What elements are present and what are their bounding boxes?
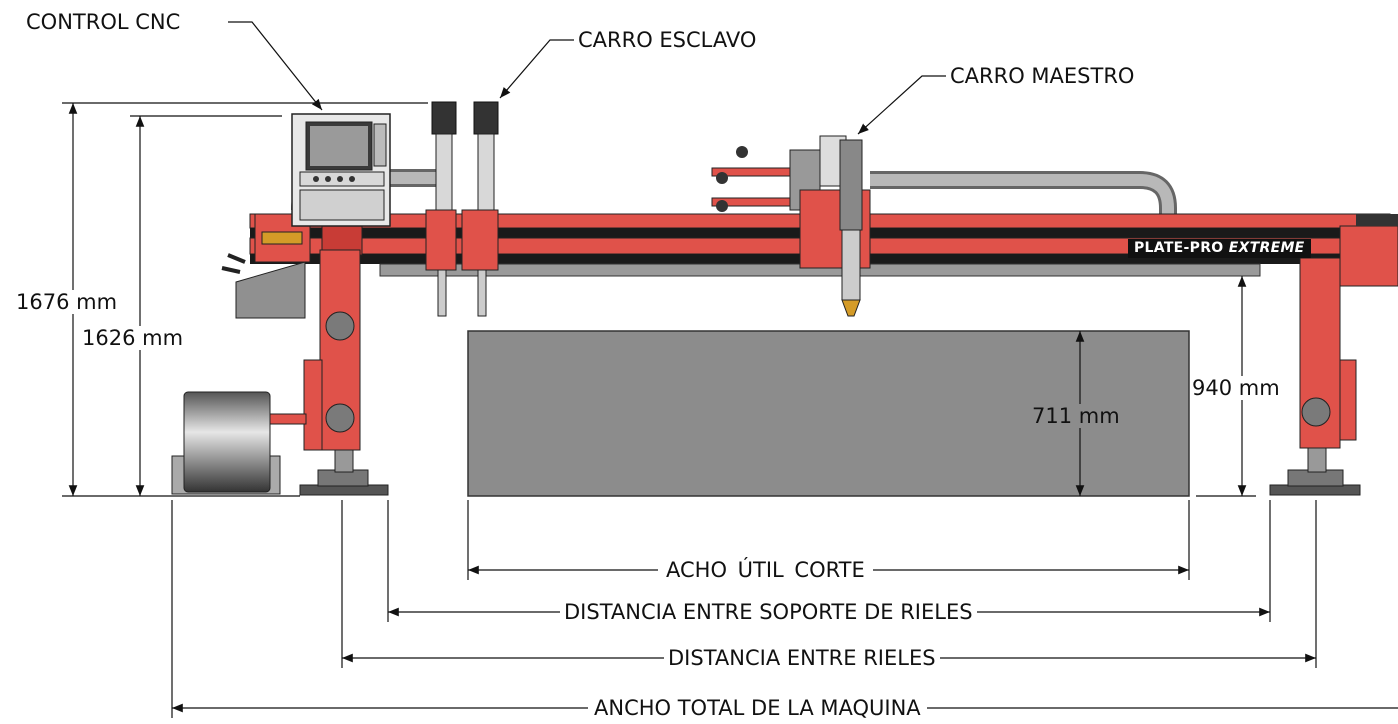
callout-control-cnc: CONTROL CNC [26,10,181,34]
label-cut-width: ACHO ÚTIL CORTE [658,558,873,582]
callout-carro-maestro: CARRO MAESTRO [950,64,1135,88]
label-rail-width: DISTANCIA ENTRE RIELES [664,646,940,670]
label-gantry-height: 1626 mm [82,326,184,350]
cnc-control-unit [291,113,391,227]
label-table-height: 711 mm [1032,404,1120,428]
label-total-width: ANCHO TOTAL DE LA MAQUINA [588,696,927,720]
right-end-truck [1269,214,1398,496]
brand-plate: PLATE-PRO EXTREME [1128,239,1311,258]
brand-name: PLATE-PRO [1134,240,1224,256]
leader-master [857,75,946,135]
slave-torch-2 [461,101,499,317]
master-carriage [711,135,871,317]
brand-model: EXTREME [1228,240,1305,256]
slave-torch-1 [425,101,457,317]
label-support-width: DISTANCIA ENTRE SOPORTE DE RIELES [560,600,977,624]
left-end-truck [221,213,389,496]
leader-slave [499,39,574,99]
leader-cnc [228,21,323,111]
label-clearance: 940 mm [1192,376,1280,400]
label-total-height: 1676 mm [16,290,118,314]
hose-reel [171,391,307,495]
callout-carro-esclavo: CARRO ESCLAVO [578,28,757,52]
